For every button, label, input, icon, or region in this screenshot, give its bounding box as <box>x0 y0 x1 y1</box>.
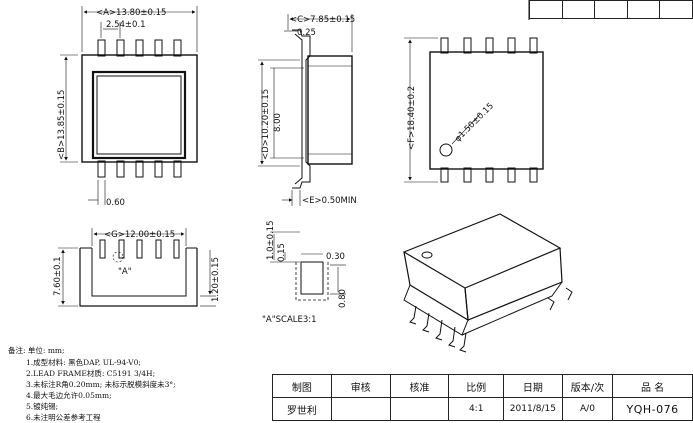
detail-a-r-label: 0.15 <box>277 243 287 262</box>
tb-header-date: 日期 <box>502 374 563 398</box>
dim-a-label: <A>13.80±0.15 <box>96 8 166 18</box>
detail-scale-label: "A"SCALE3:1 <box>262 315 317 325</box>
note-line: 4.最大毛边允许0.05mm; <box>26 391 112 400</box>
rev-cell <box>626 0 661 19</box>
note-line: 3.未标注R角0.20mm; 未标示脱模斜度未3°; <box>26 380 176 389</box>
dim-f-label: <F>18.40±0.2 <box>407 86 417 150</box>
rev-cell <box>594 0 628 19</box>
detail-a-w-label: 0.30 <box>326 252 345 262</box>
top-body-outer <box>81 54 198 163</box>
tb-header-drawn: 制图 <box>272 374 332 398</box>
dim-e-label: <E>0.50MIN <box>302 196 357 206</box>
tb-header-review: 审核 <box>330 374 391 398</box>
dim-wall-label: 1.20±0.15 <box>211 257 221 302</box>
bottom-view-top-leads <box>440 37 538 54</box>
tb-value-version: A/0 <box>561 397 614 421</box>
dim-b-label: <B>13.85±0.15 <box>57 90 67 160</box>
tb-value-scale: 4:1 <box>448 397 504 421</box>
note-line: 2.LEAD FRAME材质: C5191 3/4H; <box>26 369 156 378</box>
detail-a-top-label: 1.0±0.15 <box>266 220 276 260</box>
tb-value-approve <box>389 397 450 421</box>
dim-pin1-label: φ1.50±0.15 <box>453 101 496 144</box>
tb-header-scale: 比例 <box>448 374 504 398</box>
dim-d-label: <D>10.20±0.15 <box>261 89 271 160</box>
iso-view <box>402 213 573 353</box>
tb-value-review <box>330 397 391 421</box>
dim-lead-width-label: 0.60 <box>106 198 125 208</box>
rev-cell <box>529 0 563 19</box>
dim-pitch-label: 2.54±0.1 <box>106 20 146 30</box>
note-line: 1.成型材料: 黑色DAP, UL-94-V0; <box>26 358 141 367</box>
note-line: 5.镀纯锡; <box>26 402 59 411</box>
bottom-body <box>429 51 544 170</box>
tb-value-drawn: 罗世利 <box>272 397 332 421</box>
section-pins <box>99 239 180 259</box>
iso-leads-back <box>547 287 573 311</box>
side-body <box>307 55 353 165</box>
detail-a-pitch-label: 0.80 <box>338 289 348 308</box>
dim-c-label: <C>7.85±0.15 <box>290 15 355 25</box>
pin1-mark <box>439 143 453 157</box>
dim-body-h-label: 8.00 <box>273 113 283 132</box>
tb-header-approve: 核准 <box>389 374 450 398</box>
side-view <box>258 14 353 206</box>
tb-value-date: 2011/8/15 <box>502 397 563 421</box>
rev-cell <box>561 0 596 19</box>
bottom-view <box>404 37 544 183</box>
dim-lead-thk-label: 0.25 <box>297 28 316 38</box>
tb-value-part-name: YQH-076 <box>612 397 693 421</box>
section-view <box>58 228 216 307</box>
iso-leads-front <box>409 305 467 353</box>
revision-grid <box>529 0 693 19</box>
detail-a-label: "A" <box>118 267 132 277</box>
top-body-inner <box>91 70 187 160</box>
top-view <box>60 6 198 205</box>
bottom-view-bottom-leads <box>440 167 538 183</box>
detail-a-view <box>270 231 346 301</box>
tb-header-version: 版本/次 <box>561 374 614 398</box>
rev-cell <box>659 0 693 19</box>
top-leads <box>97 39 182 57</box>
note-line: 备注: 单位: mm; <box>8 346 65 355</box>
bottom-leads <box>97 160 182 178</box>
note-line: 6.未注明公差参考工程 <box>26 413 101 422</box>
title-block: 制图 审核 核准 比例 日期 版本/次 品 名 罗世利 4:1 2011/8/1… <box>272 374 693 421</box>
dim-g-label: <G>12.00±0.15 <box>104 230 175 240</box>
dim-h-label: 7.60±0.1 <box>53 256 63 296</box>
tb-header-part-name: 品 名 <box>612 374 693 398</box>
